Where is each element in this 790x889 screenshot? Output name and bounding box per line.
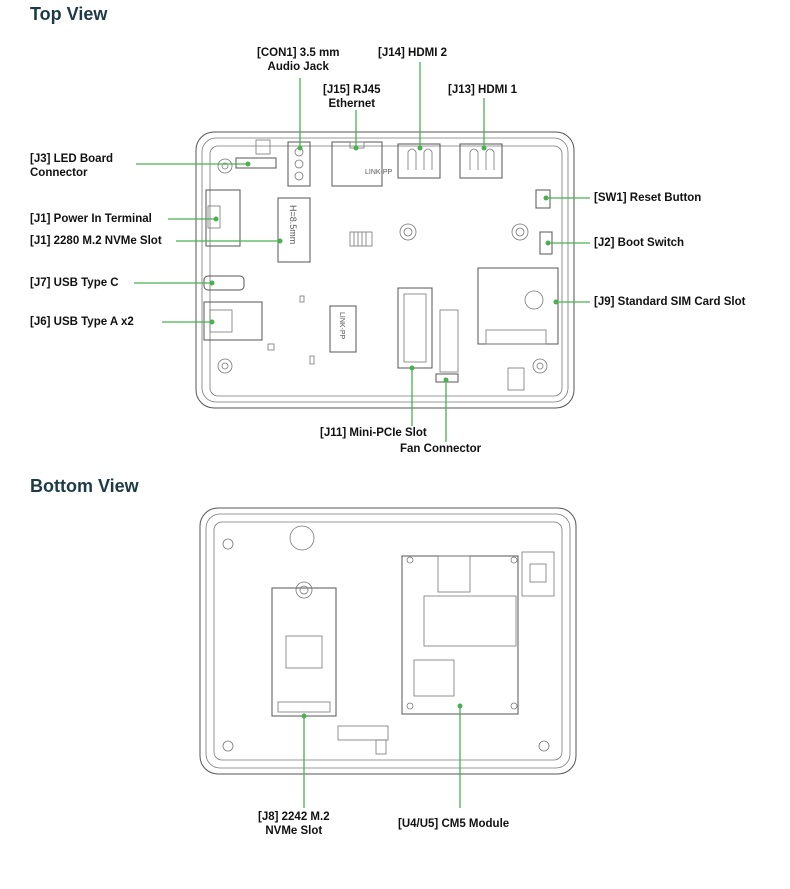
rj45-logo-text: LINK-PP xyxy=(365,169,393,176)
label-j7-usb-c: [J7] USB Type C xyxy=(30,277,119,289)
top-callout-lines xyxy=(134,62,590,442)
label-j15-rj45: [J15] RJ45 Ethernet xyxy=(323,84,381,110)
label-j6-usb-a: [J6] USB Type A x2 xyxy=(30,316,134,328)
label-j9-sim-slot: [J9] Standard SIM Card Slot xyxy=(594,296,746,308)
label-j3-led-board: [J3] LED Board Connector xyxy=(30,153,114,179)
label-j13-hdmi1: [J13] HDMI 1 xyxy=(448,84,518,96)
label-j1-nvme-slot: [J1] 2280 M.2 NVMe Slot xyxy=(30,235,162,247)
label-u4u5-cm5-module: [U4/U5] CM5 Module xyxy=(398,818,510,830)
m2-height-text: H=8.5mm xyxy=(288,205,298,244)
label-sw1-reset-button: [SW1] Reset Button xyxy=(594,192,702,204)
top-board-components: LINK-PP H=8.5mm LINK-PP xyxy=(203,139,559,391)
chip-logo-text: LINK-PP xyxy=(338,312,345,340)
top-device-outline xyxy=(195,131,575,409)
bottom-board-components xyxy=(222,525,555,755)
label-con1-audio-jack: [CON1] 3.5 mm Audio Jack xyxy=(257,47,340,73)
label-j2-boot-switch: [J2] Boot Switch xyxy=(594,237,685,249)
label-j14-hdmi2: [J14] HDMI 2 xyxy=(378,47,448,59)
bottom-callout-lines xyxy=(301,703,463,808)
top-view-title: Top View xyxy=(30,4,108,24)
bottom-device-outline xyxy=(199,507,577,775)
label-j11-mini-pcie: [J11] Mini-PCIe Slot xyxy=(320,427,427,439)
bottom-view-title: Bottom View xyxy=(30,476,139,496)
label-j8-nvme-slot: [J8] 2242 M.2 NVMe Slot xyxy=(258,811,330,837)
label-j1-power-in: [J1] Power In Terminal xyxy=(30,213,152,225)
label-fan-connector: Fan Connector xyxy=(400,443,482,455)
